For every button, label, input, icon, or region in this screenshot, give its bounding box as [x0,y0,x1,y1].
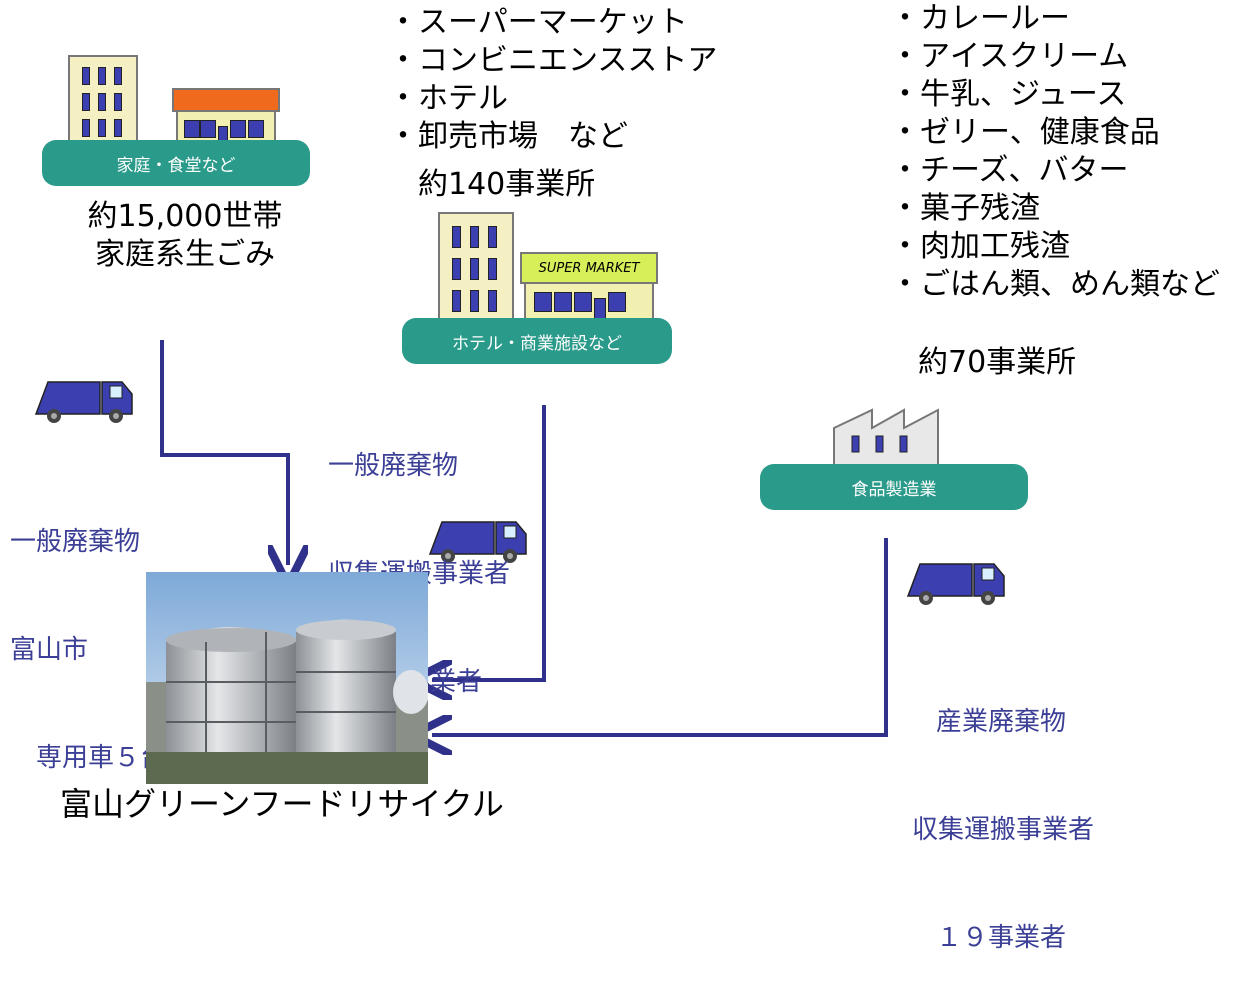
list-item: スーパーマーケット [388,4,717,42]
arrow-household [160,340,288,565]
household-count: 約15,000世帯 [87,199,283,234]
manufacturing-label-box: 食品製造業 [760,464,1028,510]
hauler-industrial-line: 収集運搬事業者 [912,815,1095,845]
list-item: 牛乳、ジュース [890,76,1220,114]
commercial-items-list: スーパーマーケット コンビニエンスストア ホテル 卸売市場 など [388,4,717,156]
household-waste-type: 家庭系生ごみ [95,237,275,272]
list-item: 卸売市場 など [388,118,717,156]
list-item: 菓子残渣 [890,190,1220,228]
list-item: カレールー [890,0,1220,38]
list-item: コンビニエンスストア [388,42,717,80]
collection-truck-icon [34,381,133,423]
hauler-city-line: 一般廃棄物 [10,527,141,557]
hauler-city-line: 富山市 [10,635,89,665]
arrow-manufacturing [432,538,888,735]
apartment-building-icon [68,55,138,151]
hauler-city-line: 専用車５台 [10,743,167,773]
collection-truck-icon [428,521,527,563]
facility-photo [146,572,428,784]
list-item: ごはん類、めん類など [890,266,1220,304]
supermarket-sign: SUPER MARKET [520,252,658,284]
commercial-count: 約140事業所 [418,167,596,202]
commercial-label-box: ホテル・商業施設など [402,318,672,364]
commercial-building-icon [438,212,514,322]
hauler-industrial: 産業廃棄物 収集運搬事業者 １９事業者 [912,632,1094,992]
arrow-commercial [432,405,546,680]
manufacturing-items-list: カレールー アイスクリーム 牛乳、ジュース ゼリー、健康食品 チーズ、バター 菓… [890,0,1220,304]
list-item: ホテル [388,80,717,118]
list-item: ゼリー、健康食品 [890,114,1220,152]
factory-icon [833,408,939,473]
household-label-box: 家庭・食堂など [42,140,310,186]
manufacturing-count: 約70事業所 [918,345,1077,380]
hauler-industrial-line: １９事業者 [936,923,1067,953]
list-item: チーズ、バター [890,152,1220,190]
hauler-general-line: 一般廃棄物 [328,451,459,481]
hauler-city: 一般廃棄物 富山市 専用車５台 [10,452,166,812]
collection-truck-icon [906,563,1005,605]
list-item: アイスクリーム [890,38,1220,76]
facility-name: 富山グリーンフードリサイクル [60,785,504,823]
hauler-industrial-line: 産業廃棄物 [936,707,1067,737]
flow-arrows [160,340,888,825]
list-item: 肉加工残渣 [890,228,1220,266]
